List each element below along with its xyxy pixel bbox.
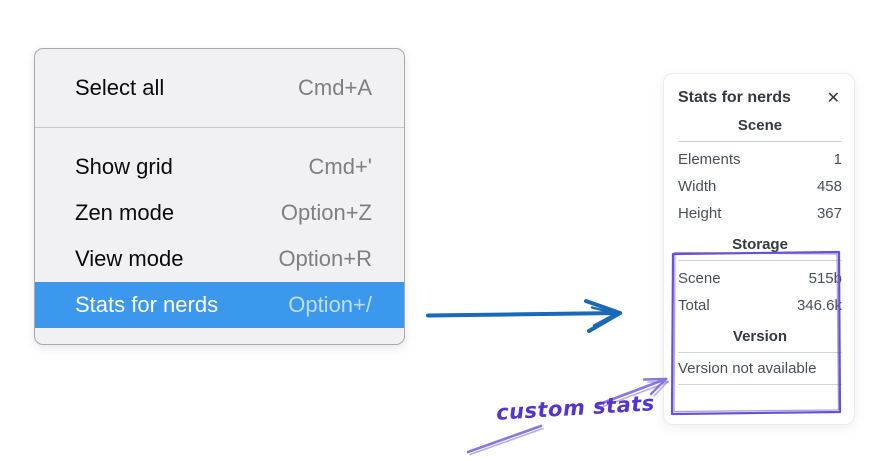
stat-row-scene-storage: Scene 515b — [678, 265, 842, 292]
stat-value: 458 — [816, 178, 842, 195]
stats-section-scene: Scene Elements 1 Width 458 Height 367 — [678, 117, 842, 227]
stat-value: 346.6k — [796, 297, 842, 314]
menu-item-stats-for-nerds[interactable]: Stats for nerds Option+/ — [35, 282, 404, 328]
menu-item-shortcut: Cmd+' — [308, 154, 373, 179]
stats-panel-title: Stats for nerds — [678, 89, 791, 106]
stat-row-elements: Elements 1 — [678, 146, 842, 173]
menu-item-select-all[interactable]: Select all Cmd+A — [35, 65, 404, 111]
menu-item-shortcut: Cmd+A — [298, 75, 372, 100]
stat-row-height: Height 367 — [678, 200, 842, 227]
section-title: Storage — [732, 236, 788, 253]
menu-item-label: Show grid — [75, 154, 173, 179]
stats-section-version: Version Version not available — [678, 328, 842, 385]
menu-item-label: View mode — [75, 246, 184, 271]
stat-value: 1 — [833, 151, 842, 168]
section-title: Version — [732, 328, 788, 345]
section-rule — [678, 384, 842, 385]
annotation-label: custom stats — [495, 391, 656, 425]
stat-label: Elements — [678, 151, 741, 168]
section-rule — [678, 141, 842, 142]
menu-divider — [35, 127, 404, 128]
stats-section-storage: Storage Scene 515b Total 346.6k — [678, 236, 842, 319]
menu-item-shortcut: Option+Z — [280, 200, 372, 225]
stat-row-total-storage: Total 346.6k — [678, 292, 842, 319]
connector-arrow — [426, 299, 622, 333]
menu-item-zen-mode[interactable]: Zen mode Option+Z — [35, 190, 404, 236]
stat-value: 515b — [808, 270, 842, 287]
stat-label: Width — [678, 178, 717, 195]
version-note: Version not available — [678, 360, 817, 377]
close-icon[interactable]: ✕ — [826, 88, 840, 107]
stat-row-width: Width 458 — [678, 173, 842, 200]
section-title: Scene — [737, 117, 783, 134]
stat-label: Scene — [678, 270, 721, 287]
menu-item-label: Select all — [75, 75, 165, 100]
stats-panel-titlebar: Stats for nerds ✕ — [678, 88, 842, 108]
section-rule — [678, 352, 842, 353]
menu-item-view-mode[interactable]: View mode Option+R — [35, 236, 404, 282]
stats-panel: Stats for nerds ✕ Scene Elements 1 Width… — [663, 73, 855, 425]
menu-item-show-grid[interactable]: Show grid Cmd+' — [35, 144, 404, 190]
menu-item-label: Stats for nerds — [75, 292, 219, 317]
stat-value: 367 — [816, 205, 842, 222]
menu-item-shortcut: Option+/ — [288, 292, 372, 317]
section-rule — [678, 260, 842, 261]
stat-label: Total — [678, 297, 710, 314]
menu-item-shortcut: Option+R — [278, 246, 372, 271]
menu-item-label: Zen mode — [75, 200, 175, 225]
stat-label: Height — [678, 205, 722, 222]
context-menu: Select all Cmd+A Show grid Cmd+' Zen mod… — [34, 48, 405, 345]
